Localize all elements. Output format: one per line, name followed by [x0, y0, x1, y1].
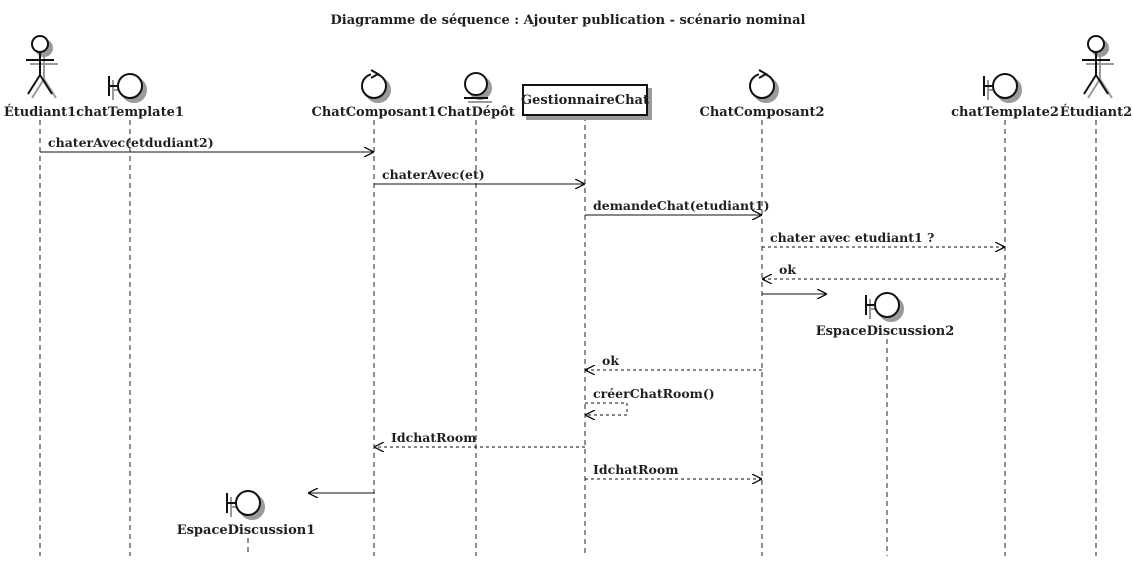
chatDepot-entity-icon: [464, 72, 492, 103]
espaceDiscussion2-boundary-icon: [865, 292, 904, 322]
message-1: chaterAvec(etdudiant2): [40, 135, 373, 152]
message-3: demandeChat(etudiant1): [585, 198, 770, 215]
participant-label-chatTemplate1: chatTemplate1: [76, 105, 184, 120]
espaceDiscussion1-boundary-icon: [226, 490, 265, 520]
message-8: créerChatRoom(): [585, 386, 715, 415]
self-message-arrow: [585, 402, 628, 415]
messages: chaterAvec(etdudiant2) chaterAvec(et) dema…: [40, 135, 1005, 493]
message-10: IdchatRoom: [585, 462, 761, 479]
message-7: ok: [586, 353, 762, 370]
etudiant1-actor-icon: [26, 35, 58, 99]
message-2: chaterAvec(et): [374, 167, 584, 184]
message-label: ok: [779, 262, 796, 277]
participant-label-etudiant1: Étudiant1: [4, 104, 76, 120]
lifelines: [39, 116, 1097, 556]
message-label: demandeChat(etudiant1): [593, 198, 770, 213]
diagram-title: Diagramme de séquence : Ajouter publicat…: [330, 13, 805, 28]
chatTemplate1-boundary-icon: [108, 73, 147, 103]
message-5: ok: [763, 262, 1005, 279]
participant-label-espaceDiscussion1: EspaceDiscussion1: [177, 523, 316, 538]
message-label: IdchatRoom: [391, 430, 476, 445]
message-label: chaterAvec(et): [382, 167, 485, 182]
message-4: chater avec etudiant1 ?: [762, 230, 1004, 247]
message-label: chater avec etudiant1 ?: [770, 230, 934, 245]
participant-label-chatDepot: ChatDépôt: [437, 105, 515, 120]
chatComposant2-control-icon: [749, 69, 779, 103]
message-9: IdchatRoom: [375, 430, 585, 447]
participant-label-gestionnaireChat: GestionnaireChat: [521, 93, 649, 108]
participant-label-etudiant2: Étudiant2: [1060, 104, 1132, 120]
participant-label-chatComposant2: ChatComposant2: [699, 105, 824, 120]
chatComposant1-control-icon: [361, 69, 391, 103]
gestionnaireChat-box: [522, 84, 652, 120]
participant-label-espaceDiscussion2: EspaceDiscussion2: [816, 324, 955, 339]
message-label: chaterAvec(etdudiant2): [48, 135, 214, 150]
etudiant2-actor-icon: [1082, 35, 1114, 99]
message-label: IdchatRoom: [593, 462, 678, 477]
message-label: créerChatRoom(): [593, 386, 715, 401]
message-label: ok: [602, 353, 619, 368]
participant-label-chatTemplate2: chatTemplate2: [951, 105, 1059, 120]
participant-label-chatComposant1: ChatComposant1: [311, 105, 436, 120]
chatTemplate2-boundary-icon: [983, 73, 1022, 103]
